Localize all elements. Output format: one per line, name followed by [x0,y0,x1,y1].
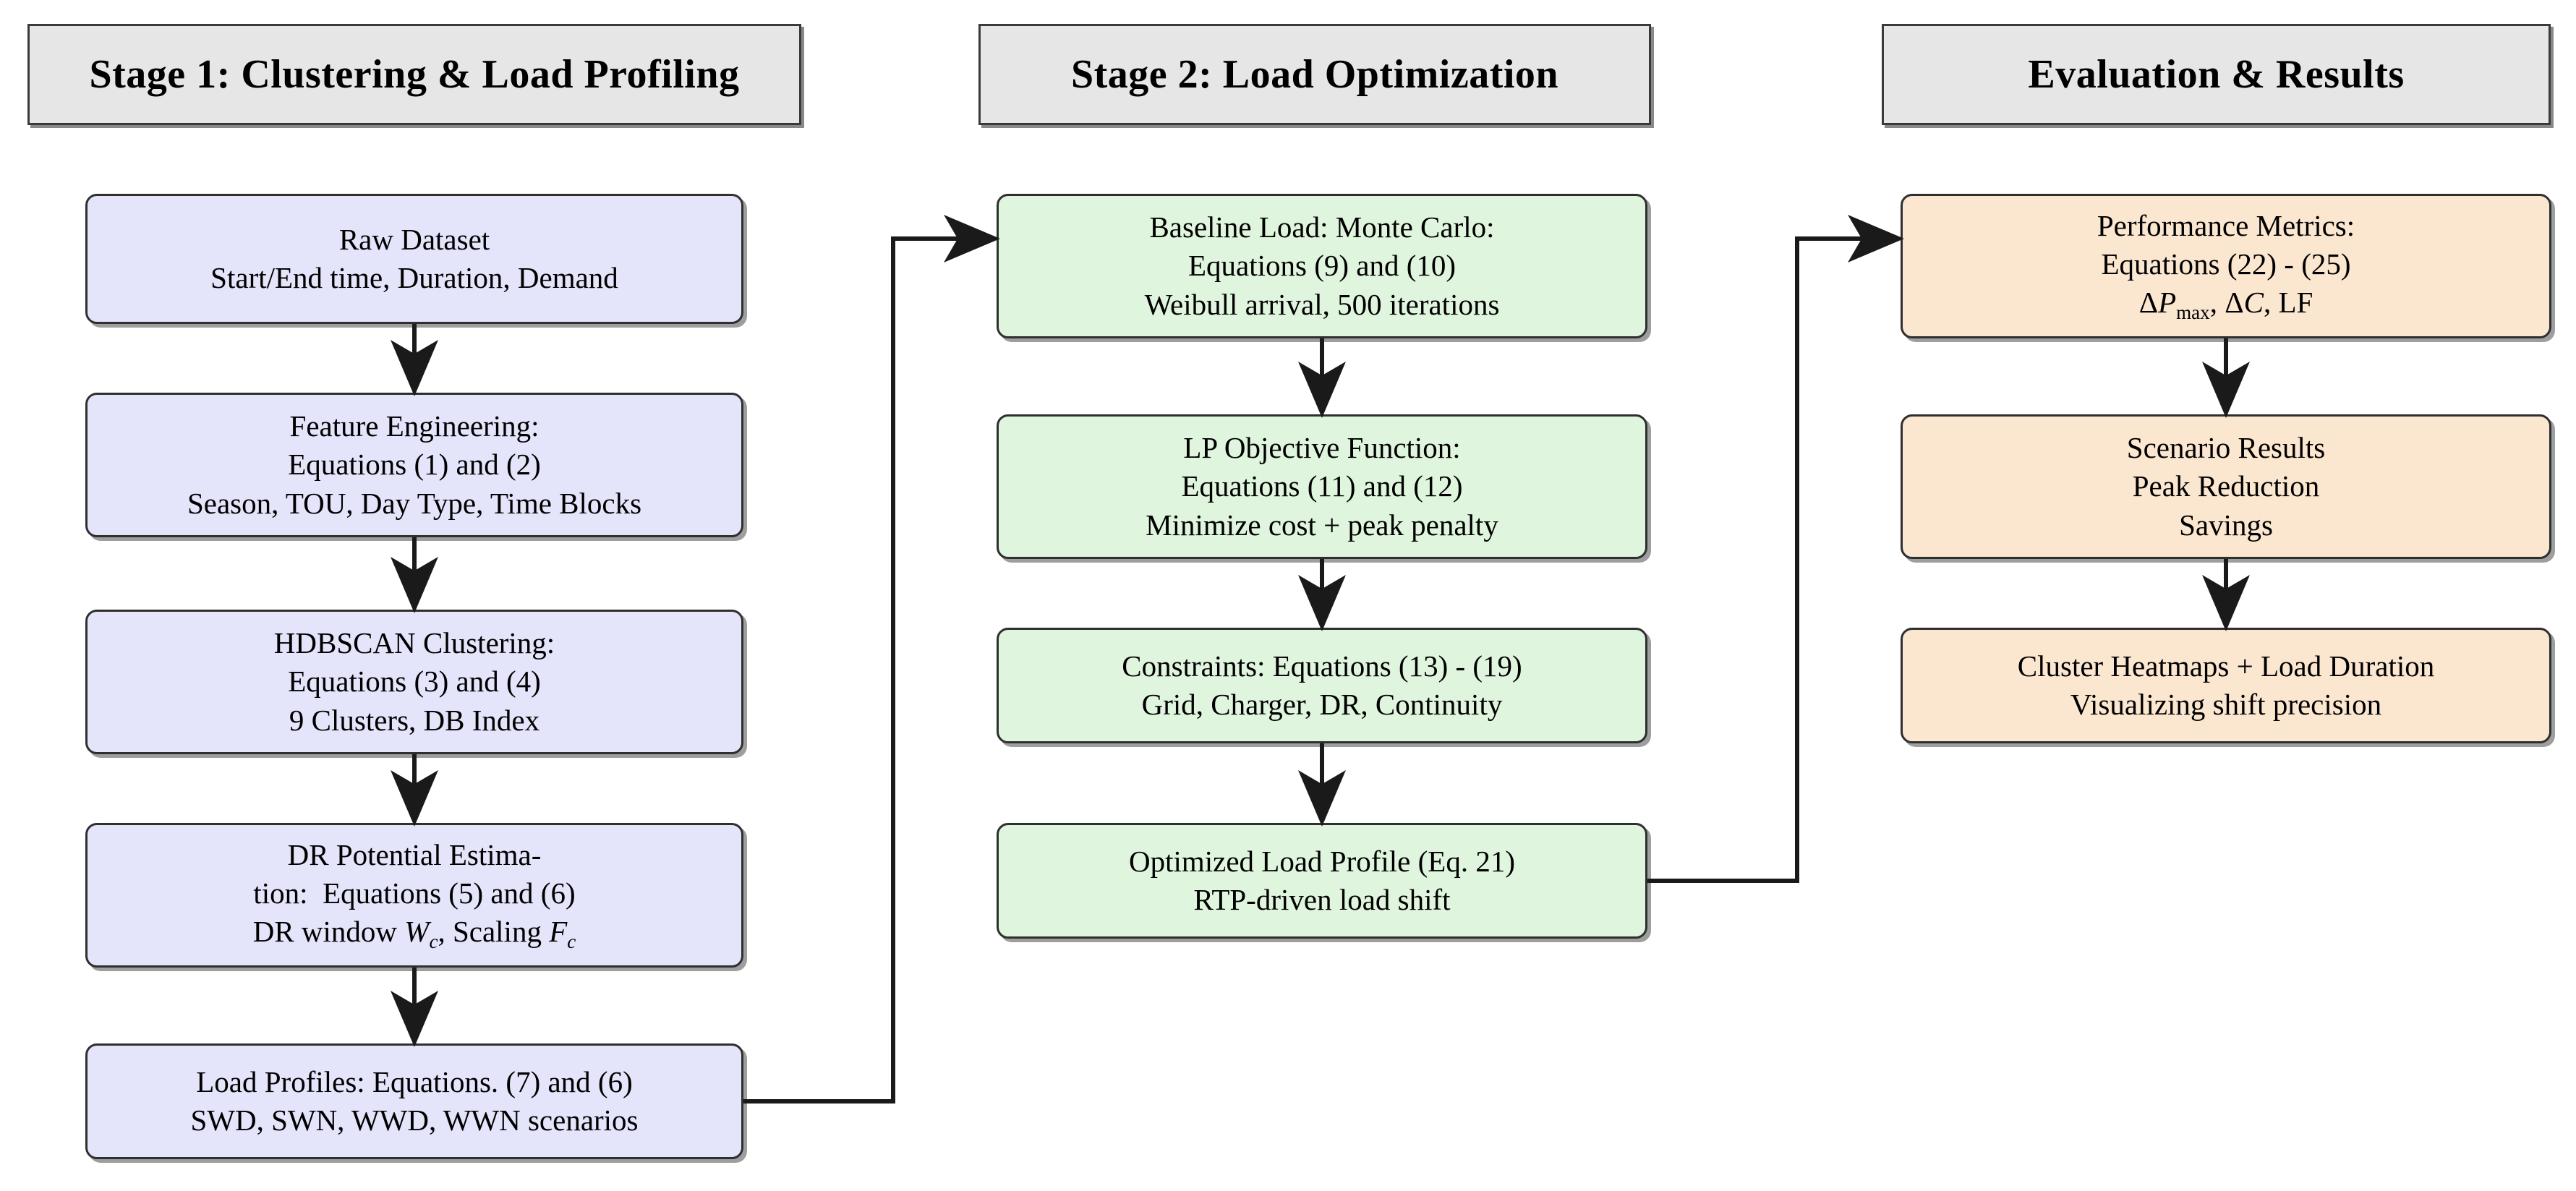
node-lp-objective-function[interactable]: LP Objective Function: Equations (11) an… [997,414,1647,559]
node-dr-potential-estimation[interactable]: DR Potential Estima- tion: Equations (5)… [85,823,743,968]
node-baseline-load-monte-carlo[interactable]: Baseline Load: Monte Carlo: Equations (9… [997,194,1647,338]
node-dr-potential-estimation-line-1: DR Potential Estima- [287,837,542,871]
node-lp-objective-line-3: Minimize cost + peak penalty [1146,508,1498,542]
node-scenario-results-line-1: Scenario Results [2126,431,2326,465]
stage2-header-label: Stage 2: Load Optimization [1070,52,1559,97]
node-hdbscan-clustering[interactable]: HDBSCAN Clustering: Equations (3) and (4… [85,610,743,754]
node-scenario-results-line-2: Peak Reduction [2132,469,2320,503]
node-optimized-load-profile[interactable]: Optimized Load Profile (Eq. 21) RTP-driv… [997,823,1647,939]
node-performance-metrics-line-1: Performance Metrics: [2097,208,2355,242]
stage2-header: Stage 2: Load Optimization [978,24,1651,125]
node-raw-dataset-line-2: Start/End time, Duration, Demand [210,261,618,294]
node-feature-engineering-line-1: Feature Engineering: [289,409,539,443]
node-constraints-line-2: Grid, Charger, DR, Continuity [1141,688,1503,721]
node-load-profiles[interactable]: Load Profiles: Equations. (7) and (6) SW… [85,1043,743,1159]
node-cluster-heatmaps[interactable]: Cluster Heatmaps + Load Duration Visuali… [1901,628,2551,743]
node-hdbscan-clustering-line-3: 9 Clusters, DB Index [289,703,540,737]
node-optimized-load-profile-line-2: RTP-driven load shift [1193,883,1451,916]
node-cluster-heatmaps-line-2: Visualizing shift precision [2070,688,2382,721]
node-optimized-load-profile-line-1: Optimized Load Profile (Eq. 21) [1128,844,1515,878]
stage1-header-label: Stage 1: Clustering & Load Profiling [89,52,740,97]
node-constraints-line-1: Constraints: Equations (13) - (19) [1122,649,1522,683]
node-raw-dataset-line-1: Raw Dataset [338,222,490,256]
node-scenario-results-line-3: Savings [2179,508,2273,542]
node-constraints[interactable]: Constraints: Equations (13) - (19) Grid,… [997,628,1647,743]
node-baseline-load-line-3: Weibull arrival, 500 iterations [1144,287,1500,321]
arrow-loadprofiles-to-baseline [743,215,1000,1104]
stage3-header-label: Evaluation & Results [2028,52,2405,97]
node-load-profiles-line-1: Load Profiles: Equations. (7) and (6) [196,1064,633,1098]
node-lp-objective-line-1: LP Objective Function: [1183,431,1461,465]
node-hdbscan-clustering-line-1: HDBSCAN Clustering: [273,626,555,660]
node-baseline-load-line-1: Baseline Load: Monte Carlo: [1149,210,1495,244]
node-feature-engineering-line-3: Season, TOU, Day Type, Time Blocks [187,486,642,520]
arrow-optimized-to-metrics [1647,215,1904,883]
stage1-header: Stage 1: Clustering & Load Profiling [27,24,801,125]
node-performance-metrics-line-3: ΔPmax, ΔC, LF [2138,286,2313,324]
node-performance-metrics-line-2: Equations (22) - (25) [2101,247,2351,281]
node-load-profiles-line-2: SWD, SWN, WWD, WWN scenarios [190,1104,639,1137]
node-cluster-heatmaps-line-1: Cluster Heatmaps + Load Duration [2017,649,2435,683]
node-feature-engineering[interactable]: Feature Engineering: Equations (1) and (… [85,393,743,537]
node-scenario-results[interactable]: Scenario Results Peak Reduction Savings [1901,414,2551,559]
node-dr-potential-estimation-line-3: DR window Wc, Scaling Fc [252,915,576,953]
stage3-header: Evaluation & Results [1882,24,2551,125]
node-baseline-load-line-2: Equations (9) and (10) [1187,249,1457,283]
node-hdbscan-clustering-line-2: Equations (3) and (4) [288,665,541,699]
node-lp-objective-line-2: Equations (11) and (12) [1181,469,1463,503]
node-dr-potential-estimation-line-2: tion: Equations (5) and (6) [253,876,576,910]
node-feature-engineering-line-2: Equations (1) and (2) [288,448,541,482]
node-raw-dataset[interactable]: Raw Dataset Start/End time, Duration, De… [85,194,743,324]
node-performance-metrics[interactable]: Performance Metrics: Equations (22) - (2… [1901,194,2551,338]
